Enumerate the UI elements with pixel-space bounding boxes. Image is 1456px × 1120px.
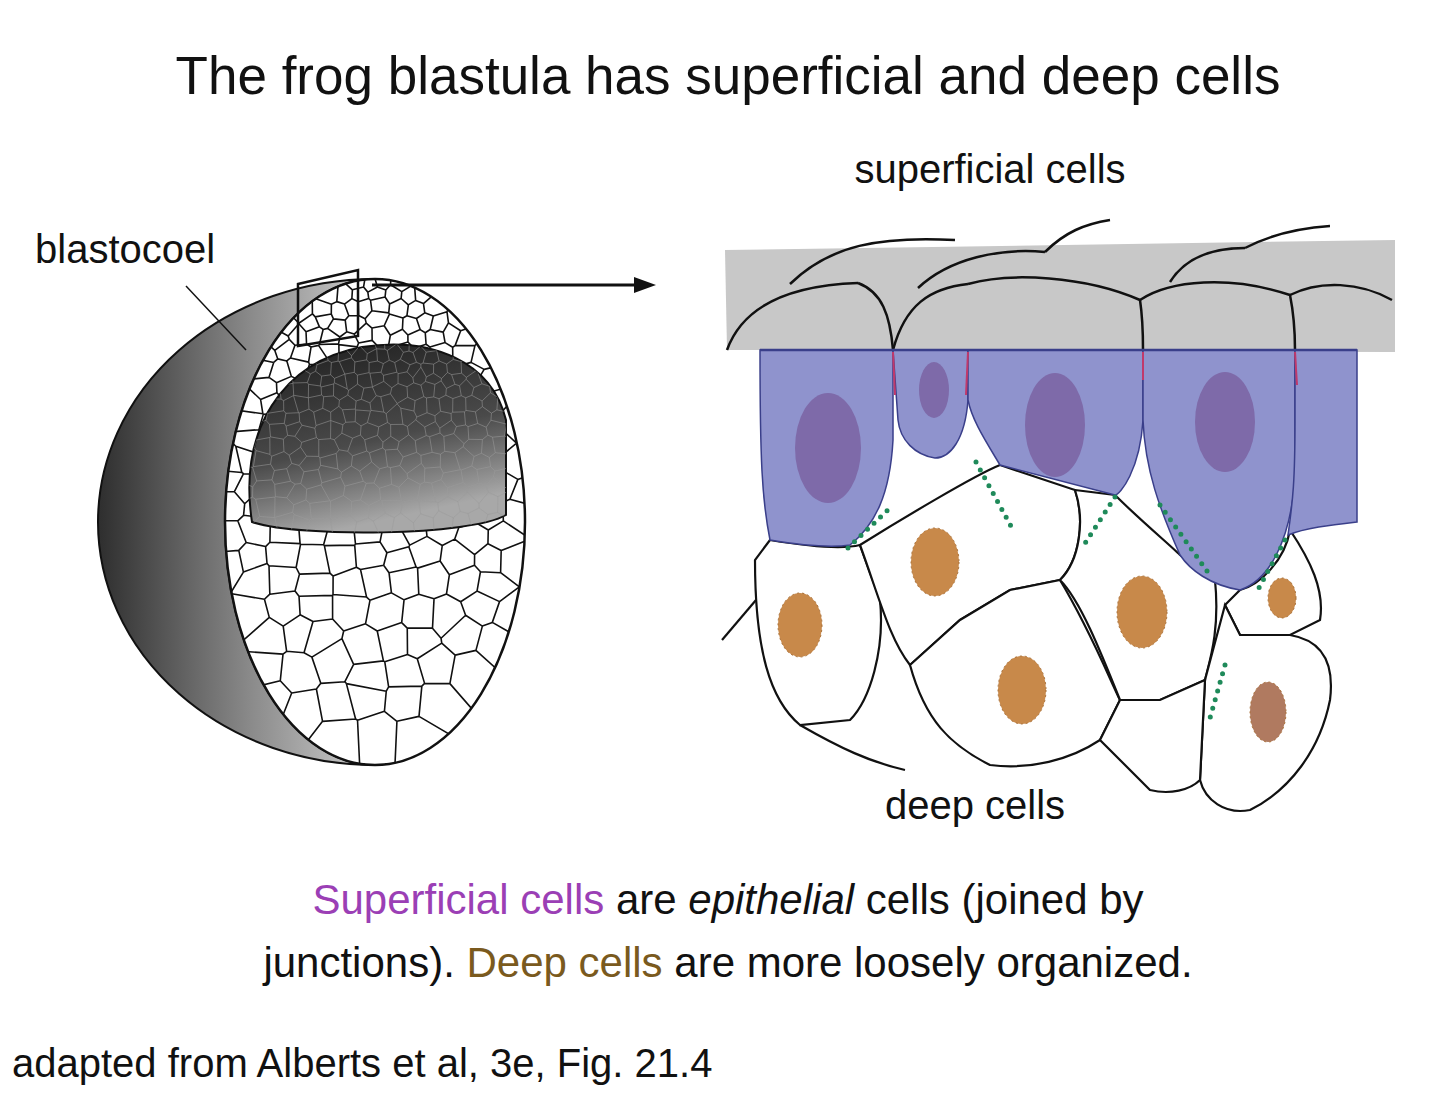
leader-line <box>186 286 246 350</box>
junction-dots <box>848 462 1285 718</box>
source-credit: adapted from Alberts et al, 3e, Fig. 21.… <box>12 1040 712 1086</box>
caption-word: are <box>616 876 677 923</box>
caption: Superficial cells are epithelial cells (… <box>263 868 1192 994</box>
caption-word: cells <box>866 876 950 923</box>
cut-face <box>225 279 525 765</box>
caption-word: cells <box>579 939 663 986</box>
cell-layer-label: superficial cells <box>854 146 1125 192</box>
caption-word: by <box>1099 876 1143 923</box>
caption-word: (joined <box>961 876 1087 923</box>
superficial-nuclei <box>795 362 1255 503</box>
caption-word: are <box>674 939 735 986</box>
caption-word: Superficial <box>312 876 508 923</box>
caption-word: organized. <box>996 939 1192 986</box>
cell-pattern <box>220 275 530 770</box>
cavity-cell-outlines <box>240 335 515 545</box>
caption-word: epithelial <box>688 876 854 923</box>
caption-word: Deep <box>467 939 567 986</box>
apical-surface <box>725 240 1395 352</box>
caption-word: cells <box>520 876 604 923</box>
apical-border <box>760 349 1357 352</box>
surface-outlines <box>727 220 1392 350</box>
zoom-arrow <box>372 284 636 287</box>
caption-word: loosely <box>854 939 985 986</box>
cell-layer-label: deep cells <box>885 782 1065 828</box>
caption-word: more <box>747 939 843 986</box>
title: The frog blastula has superficial and de… <box>176 44 1281 108</box>
superficial-cells <box>760 350 1357 590</box>
arrow-head <box>634 277 656 293</box>
cell-outlines <box>220 275 530 770</box>
zoom-box <box>298 270 358 346</box>
caption-word: junctions). <box>263 939 454 986</box>
cavity-cell-pattern <box>240 335 515 545</box>
cut-face-outline <box>225 279 525 765</box>
structure-label: blastocoel <box>35 226 215 272</box>
